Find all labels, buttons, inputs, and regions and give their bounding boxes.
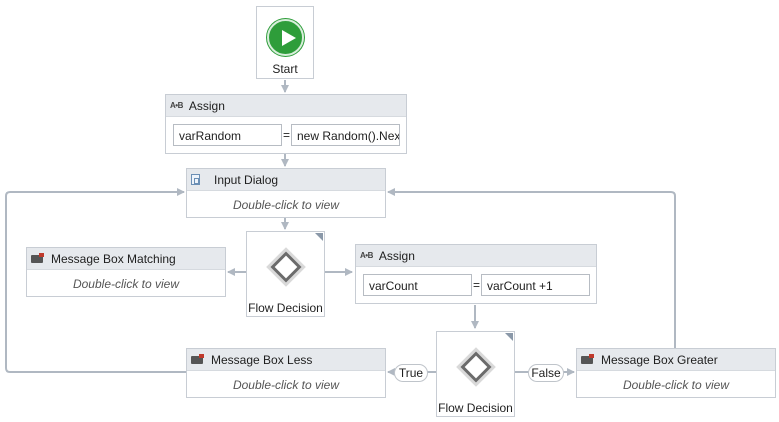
false-branch-label[interactable]: False <box>528 364 564 382</box>
assign-icon: A•B <box>170 101 183 110</box>
message-box-less-header: Message Box Less <box>187 349 385 371</box>
message-box-less-activity[interactable]: Message Box Less Double-click to view <box>186 348 386 398</box>
start-node[interactable]: Start <box>256 6 314 79</box>
flow-decision-2[interactable]: Flow Decision <box>436 331 515 417</box>
assign-random-header: A•B Assign <box>166 95 406 117</box>
message-box-less-hint: Double-click to view <box>232 378 340 392</box>
message-box-matching-title: Message Box Matching <box>51 251 176 266</box>
wire-greater-loop <box>387 188 676 348</box>
decision-corner-marker <box>315 233 323 241</box>
assign-count-title: Assign <box>378 248 415 263</box>
input-dialog-title: Input Dialog <box>214 172 279 187</box>
assign-count-activity[interactable]: A•B Assign varCount = varCount +1 <box>355 244 597 304</box>
wire-less-loop <box>5 188 186 373</box>
input-dialog-icon <box>191 174 200 185</box>
assign-count-to-field[interactable]: varCount <box>363 274 472 296</box>
message-box-matching-header: Message Box Matching <box>27 248 225 270</box>
assign-random-to-field[interactable]: varRandom <box>173 124 282 146</box>
message-box-icon <box>191 354 205 365</box>
start-play-icon <box>267 19 304 56</box>
message-box-icon <box>31 253 45 264</box>
flow-decision-1-label: Flow Decision <box>248 301 323 315</box>
assign-random-activity[interactable]: A•B Assign varRandom = new Random().Nex <box>165 94 407 154</box>
assign-icon: A•B <box>360 251 373 260</box>
decision-corner-marker <box>505 333 513 341</box>
assign-count-header: A•B Assign <box>356 245 596 267</box>
assign-random-equals: = <box>283 128 291 142</box>
assign-random-title: Assign <box>188 98 225 113</box>
start-label: Start <box>272 62 298 76</box>
message-box-greater-activity[interactable]: Message Box Greater Double-click to view <box>576 348 776 398</box>
input-dialog-activity[interactable]: Input Dialog Double-click to view <box>186 168 386 218</box>
true-branch-label[interactable]: True <box>394 364 428 382</box>
message-box-less-title: Message Box Less <box>211 352 313 367</box>
message-box-icon <box>581 354 595 365</box>
message-box-matching-activity[interactable]: Message Box Matching Double-click to vie… <box>26 247 226 297</box>
message-box-greater-hint: Double-click to view <box>622 378 730 392</box>
decision-diamond-icon <box>460 351 492 383</box>
message-box-matching-hint: Double-click to view <box>72 277 180 291</box>
flow-decision-2-label: Flow Decision <box>438 401 513 415</box>
flow-decision-1[interactable]: Flow Decision <box>246 231 325 317</box>
input-dialog-header: Input Dialog <box>187 169 385 191</box>
message-box-greater-header: Message Box Greater <box>577 349 775 371</box>
assign-random-value-field[interactable]: new Random().Nex <box>291 124 400 146</box>
decision-diamond-icon <box>270 251 302 283</box>
assign-count-equals: = <box>473 278 481 292</box>
assign-count-value-field[interactable]: varCount +1 <box>481 274 590 296</box>
input-dialog-hint: Double-click to view <box>232 198 340 212</box>
message-box-greater-title: Message Box Greater <box>601 352 718 367</box>
